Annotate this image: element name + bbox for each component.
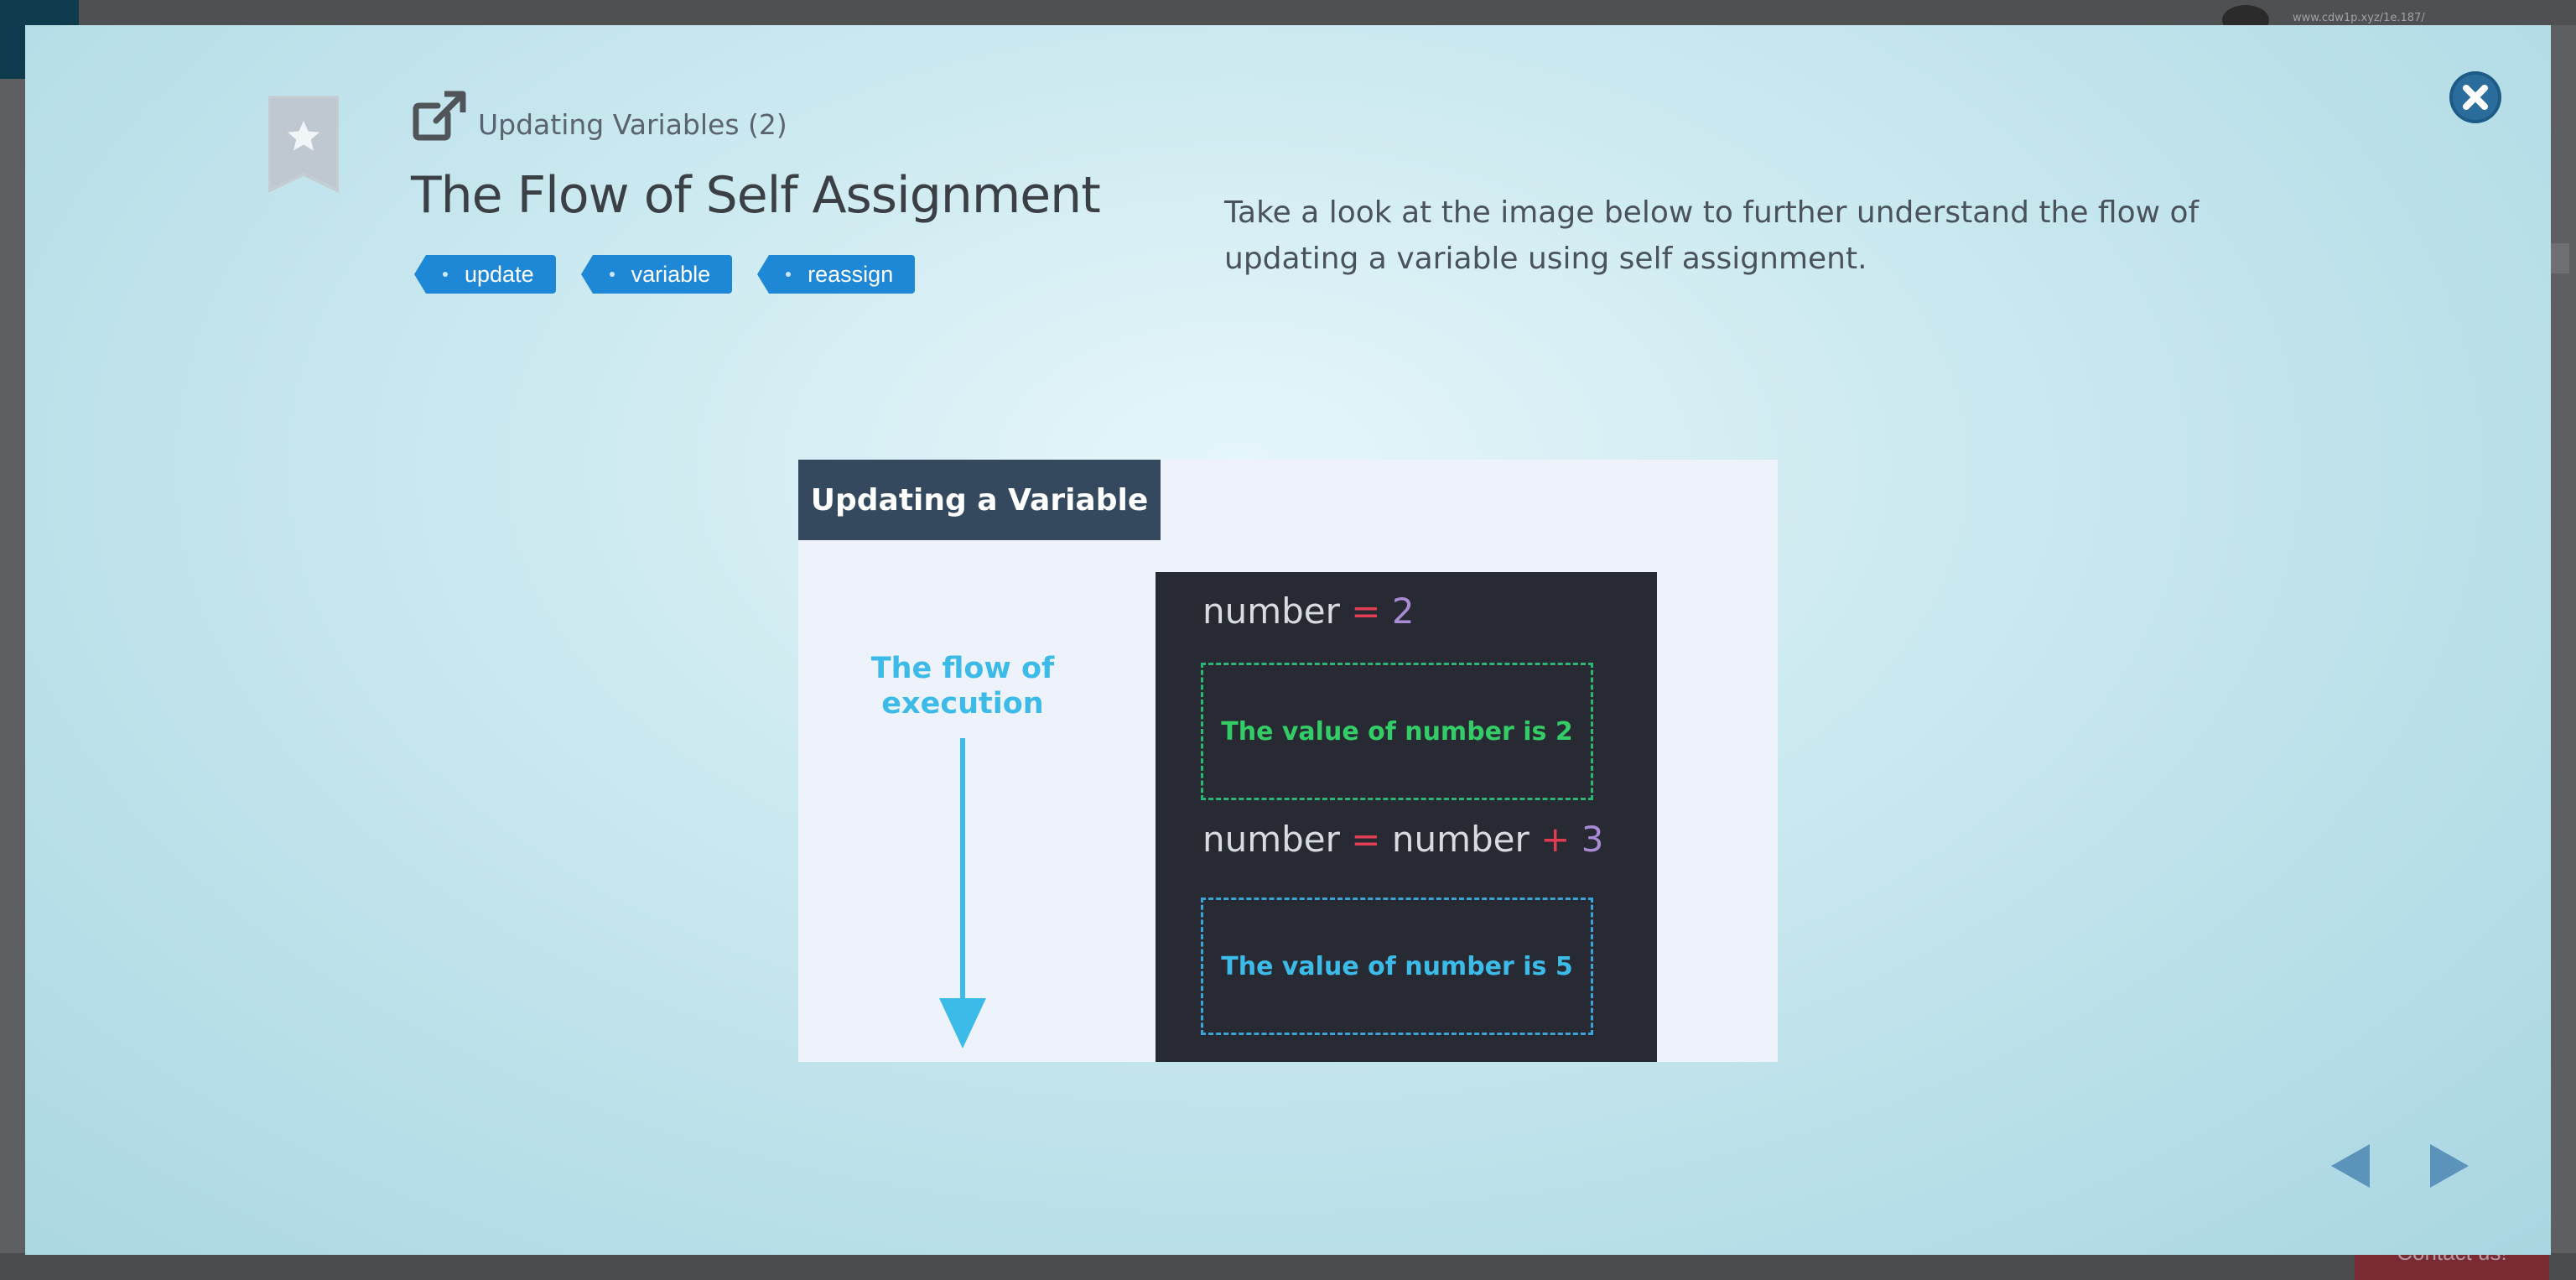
tag-dot [443, 272, 448, 277]
tag-variable[interactable]: variable [580, 255, 733, 294]
close-icon[interactable] [2449, 70, 2502, 124]
lesson-figure: Updating a Variable The flow of executio… [798, 460, 1778, 1062]
code-var: number [1202, 591, 1340, 632]
code-panel: number = 2 The value of number is 2 numb… [1156, 572, 1657, 1062]
flow-arrow-icon [939, 738, 986, 1048]
value-box-2: The value of number is 5 [1201, 898, 1593, 1035]
background-url-text: www.cdw1p.xyz/1e.187/ [2293, 12, 2425, 24]
tag-label: update [465, 261, 534, 287]
tag-update[interactable]: update [414, 255, 556, 294]
external-link-icon[interactable] [411, 89, 468, 143]
background-topbar [0, 0, 2576, 25]
background-bottombar [0, 1253, 2576, 1280]
value-box-1-text: The value of number is 2 [1221, 716, 1573, 747]
lesson-modal: Updating Variables (2) The Flow of Self … [25, 25, 2551, 1255]
tag-label: reassign [808, 261, 894, 287]
tag-reassign[interactable]: reassign [757, 255, 916, 294]
figure-header: Updating a Variable [798, 460, 1161, 540]
code-number: 2 [1391, 591, 1415, 632]
tag-dot [786, 272, 792, 277]
page-title: The Flow of Self Assignment [411, 166, 1101, 225]
code-operator: = [1351, 591, 1381, 632]
flow-label-line2: execution [881, 687, 1044, 721]
code-line-2: number = number + 3 [1202, 819, 1603, 860]
code-operator: = [1351, 819, 1381, 860]
card-header: Updating Variables (2) [411, 89, 787, 143]
tag-dot [609, 272, 615, 277]
background-scrollbar [2549, 243, 2569, 273]
bookmark-star-icon[interactable] [268, 96, 339, 193]
card-description: Take a look at the image below to furthe… [1224, 195, 2199, 276]
prev-arrow-icon[interactable] [2326, 1141, 2375, 1191]
flow-label-line1: The flow of [870, 652, 1055, 685]
code-line-1: number = 2 [1202, 591, 1415, 632]
next-arrow-icon[interactable] [2425, 1141, 2474, 1191]
tag-list: update variable reassign [414, 255, 916, 294]
flow-label: The flow of execution [865, 651, 1060, 721]
code-rhs-var: number [1391, 819, 1530, 860]
value-box-2-text: The value of number is 5 [1221, 951, 1573, 981]
value-box-1: The value of number is 2 [1201, 663, 1593, 800]
tag-label: variable [631, 261, 711, 287]
card-subtitle: Updating Variables (2) [478, 108, 787, 141]
code-plus: + [1540, 819, 1571, 860]
code-var: number [1202, 819, 1340, 860]
code-number: 3 [1581, 819, 1604, 860]
